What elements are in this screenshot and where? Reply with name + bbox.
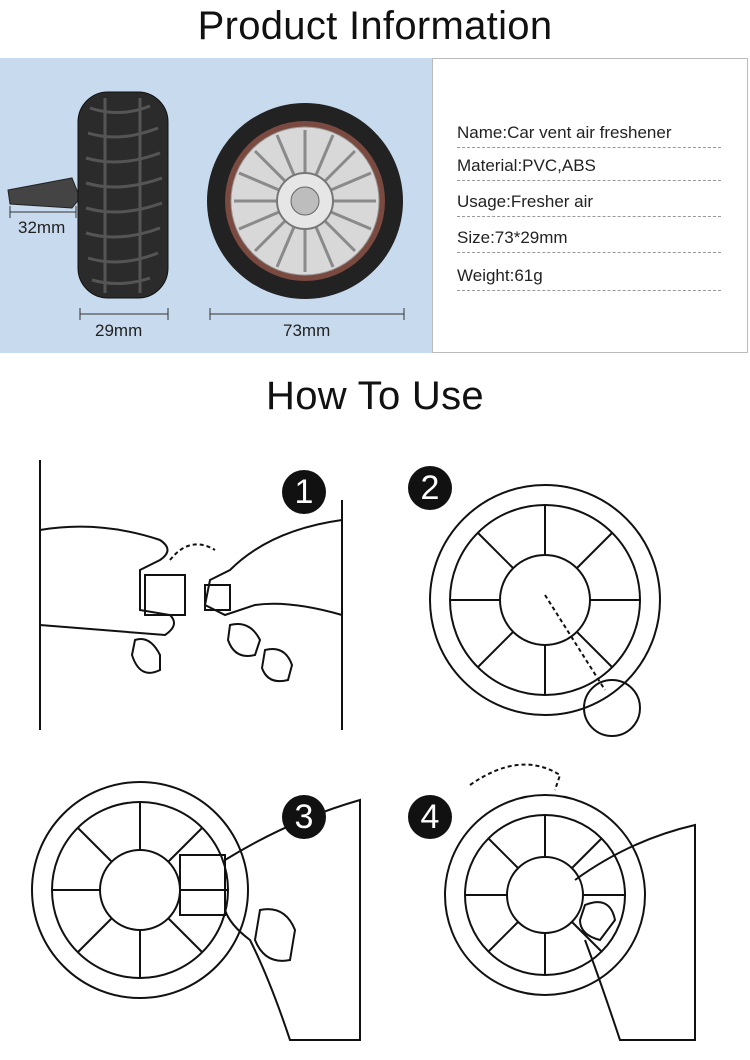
spec-material: Material:PVC,ABS <box>457 156 721 181</box>
diameter-label: 73mm <box>283 321 331 340</box>
step-3-badge: 3 <box>282 795 326 839</box>
tire-side-view <box>7 91 169 299</box>
width-label: 29mm <box>95 321 143 340</box>
wheel-front-view <box>207 103 403 299</box>
instructions-illustration <box>31 460 696 1041</box>
spec-panel: Name:Car vent air freshener Material:PVC… <box>432 58 748 353</box>
spec-size: Size:73*29mm <box>457 228 721 253</box>
product-information-title: Product Information <box>197 4 553 48</box>
how-to-use-title: How To Use <box>266 374 484 418</box>
instructions: 1 2 3 4 <box>0 440 750 1055</box>
step2-wheel-drawing <box>429 484 661 737</box>
spec-weight: Weight:61g <box>457 266 721 291</box>
step-2-badge: 2 <box>408 466 452 510</box>
step-1-badge: 1 <box>282 470 326 514</box>
step3-wheel-drawing <box>31 781 361 1041</box>
spec-name: Name:Car vent air freshener <box>457 123 721 148</box>
step1-hands-drawing <box>39 460 343 730</box>
product-photo: 32mm 29mm 73mm <box>0 58 432 353</box>
step4-wheel-drawing <box>444 763 696 1041</box>
spec-usage: Usage:Fresher air <box>457 192 721 217</box>
clip-depth-label: 32mm <box>18 218 66 237</box>
step-4-badge: 4 <box>408 795 452 839</box>
product-photo-illustration <box>7 91 405 320</box>
